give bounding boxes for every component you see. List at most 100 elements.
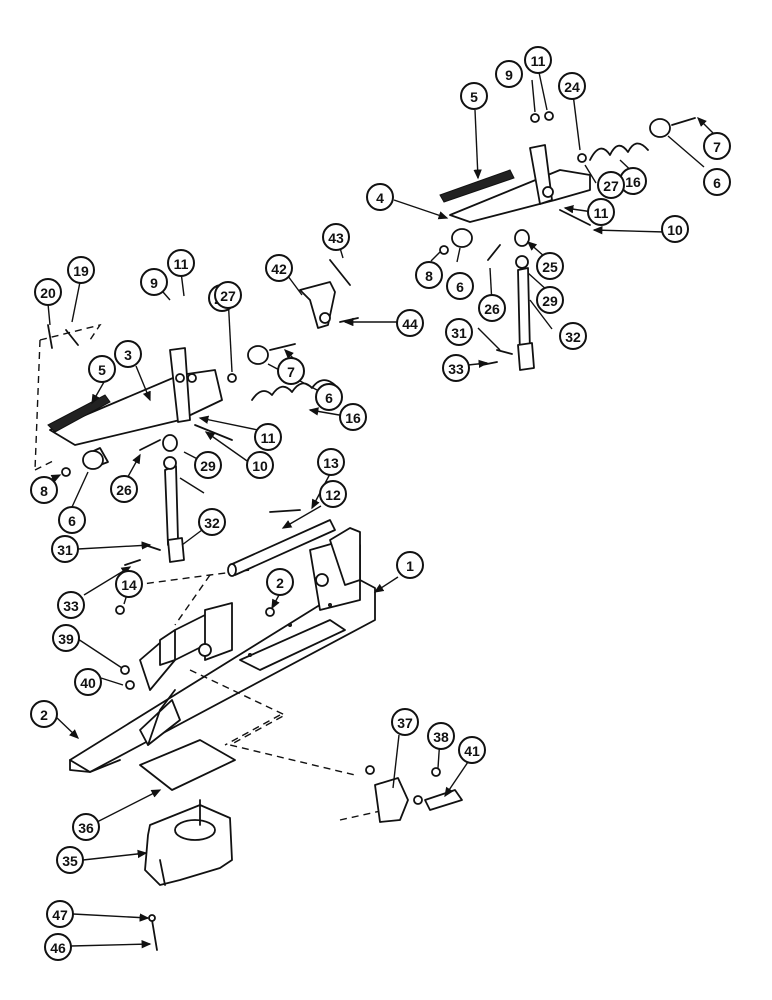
callout-39: 39 [52, 624, 80, 652]
callout-44: 44 [396, 309, 424, 337]
callout-38: 38 [427, 722, 455, 750]
callout-circle [51, 535, 79, 563]
callout-25: 25 [536, 252, 564, 280]
callout-43: 43 [322, 223, 350, 251]
callout-number: 2 [40, 707, 48, 723]
callout-31: 31 [51, 535, 79, 563]
callout-circle [34, 278, 62, 306]
callout-circle [391, 708, 419, 736]
left-pedal-assembly [47, 324, 336, 566]
callout-circle [30, 476, 58, 504]
callout-47: 47 [46, 900, 74, 928]
callout-12: 12 [319, 480, 347, 508]
callout-number: 10 [667, 222, 683, 238]
callout-circle [495, 60, 523, 88]
callout-circle [366, 183, 394, 211]
callout-circle [319, 480, 347, 508]
callout-circle [587, 198, 615, 226]
callout-circle [167, 249, 195, 277]
callout-42: 42 [265, 254, 293, 282]
callout-4: 4 [366, 183, 394, 211]
callout-circle [315, 383, 343, 411]
callout-number: 40 [80, 675, 96, 691]
callout-29: 29 [194, 451, 222, 479]
callout-circle [67, 256, 95, 284]
callout-circle [88, 355, 116, 383]
callout-5: 5 [88, 355, 116, 383]
lower-components [120, 665, 463, 951]
callout-circle [44, 933, 72, 961]
callout-8: 8 [415, 261, 443, 289]
callout-number: 35 [62, 853, 78, 869]
callout-number: 29 [542, 293, 558, 309]
callout-number: 27 [603, 178, 619, 194]
callout-number: 41 [464, 743, 480, 759]
callout-circle [460, 82, 488, 110]
bracket-42 [299, 259, 359, 329]
callout-circle [322, 223, 350, 251]
callout-number: 11 [174, 256, 189, 272]
callout-11: 11 [167, 249, 195, 277]
callout-26: 26 [110, 475, 138, 503]
callout-circle [58, 506, 86, 534]
callout-1: 1 [396, 551, 424, 579]
callout-number: 7 [287, 364, 295, 380]
callout-circle [703, 132, 731, 160]
callout-number: 7 [713, 139, 721, 155]
callout-circle [266, 568, 294, 596]
callout-number: 11 [261, 430, 276, 446]
callout-5: 5 [460, 82, 488, 110]
callout-circle [446, 272, 474, 300]
callout-number: 12 [325, 487, 341, 503]
callout-number: 2 [276, 575, 284, 591]
callout-number: 47 [52, 907, 68, 923]
callout-29: 29 [536, 286, 564, 314]
callout-number: 11 [531, 53, 546, 69]
callout-6: 6 [446, 272, 474, 300]
callout-27: 27 [597, 171, 625, 199]
callout-8: 8 [30, 476, 58, 504]
callout-number: 8 [40, 483, 48, 499]
callout-number: 16 [345, 410, 361, 426]
callout-circle [597, 171, 625, 199]
callout-circle [30, 700, 58, 728]
callout-circle [115, 570, 143, 598]
callout-circle [339, 403, 367, 431]
callout-31: 31 [445, 318, 473, 346]
callout-circle [72, 813, 100, 841]
callout-number: 5 [470, 89, 478, 105]
callout-number: 6 [325, 390, 333, 406]
callout-circle [559, 322, 587, 350]
callout-13: 13 [317, 448, 345, 476]
callout-number: 31 [451, 325, 467, 341]
callout-circle [56, 846, 84, 874]
callout-9: 9 [495, 60, 523, 88]
callout-number: 6 [68, 513, 76, 529]
pivot-shaft [115, 509, 336, 617]
callout-46: 46 [44, 933, 72, 961]
callout-number: 13 [323, 455, 339, 471]
callout-14: 14 [115, 570, 143, 598]
callout-27: 27 [214, 281, 242, 309]
callout-number: 3 [124, 347, 132, 363]
callout-circle [110, 475, 138, 503]
callout-number: 4 [376, 190, 384, 206]
callout-24: 24 [558, 72, 586, 100]
callout-number: 26 [484, 301, 500, 317]
callout-circle [277, 357, 305, 385]
callout-circle [74, 668, 102, 696]
callout-number: 20 [40, 285, 56, 301]
callout-circle [194, 451, 222, 479]
callout-circle [703, 168, 731, 196]
callout-circle [524, 46, 552, 74]
callout-9: 9 [140, 268, 168, 296]
callout-number: 32 [565, 329, 581, 345]
base-frame [69, 527, 376, 773]
callout-number: 16 [625, 174, 641, 190]
callout-number: 8 [425, 268, 433, 284]
callout-number: 29 [200, 458, 216, 474]
callout-7: 7 [277, 357, 305, 385]
callout-circle [415, 261, 443, 289]
callout-circle [396, 309, 424, 337]
